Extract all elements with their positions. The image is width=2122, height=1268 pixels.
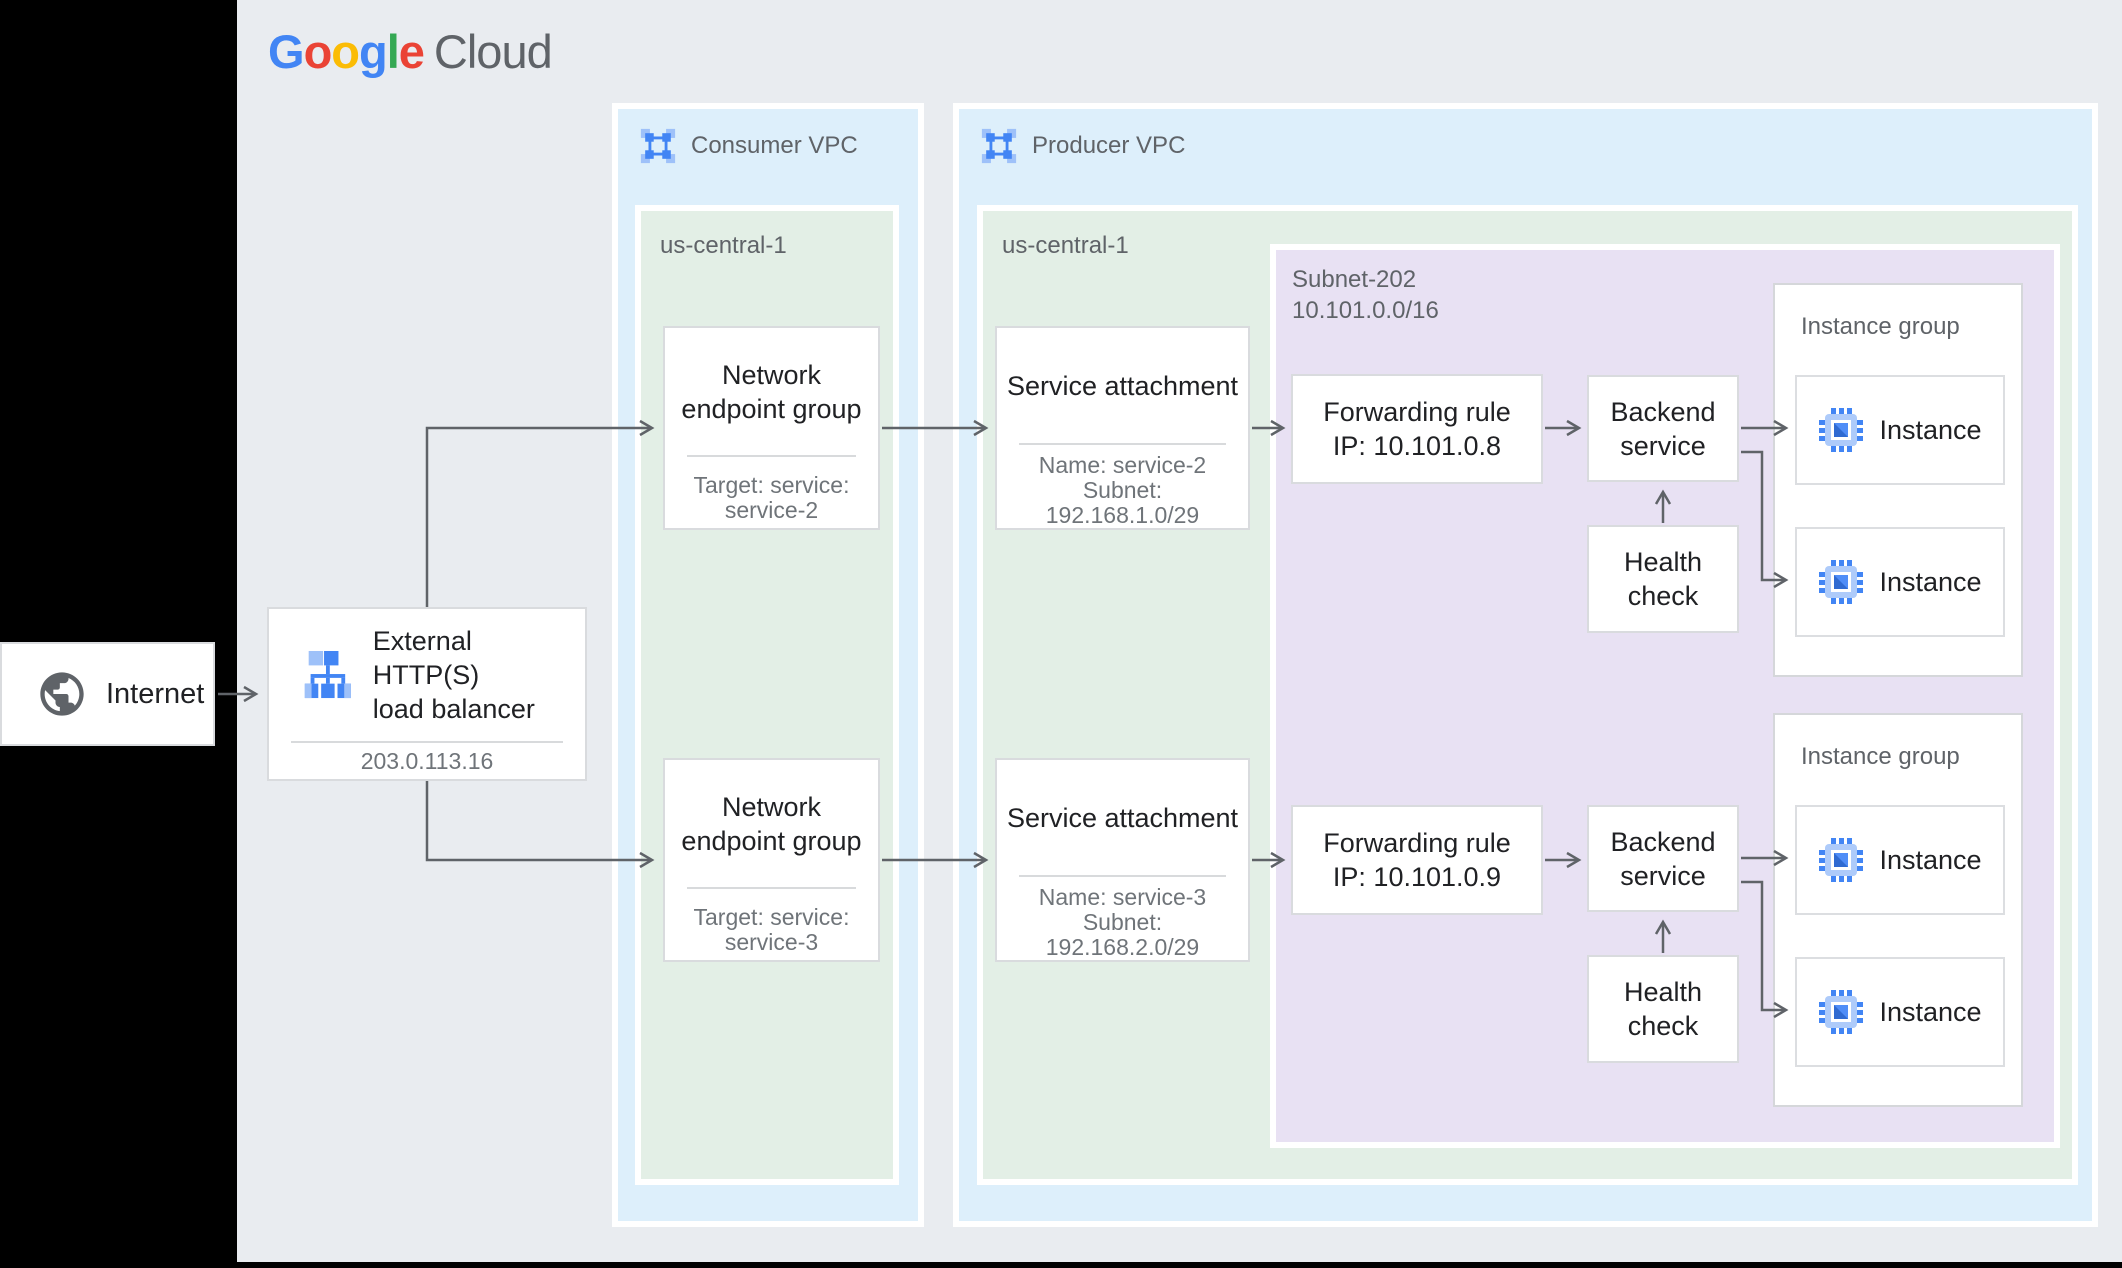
logo-letter: e	[398, 25, 425, 78]
instance-node: Instance	[1795, 527, 2005, 637]
neg-target-caption: Target: service: service-2	[665, 457, 878, 523]
network-endpoint-group-node-1: Network endpoint group Target: service: …	[663, 326, 880, 530]
service-attachment-node-1: Service attachment Name: service-2 Subne…	[995, 326, 1250, 530]
internet-node: Internet	[0, 642, 215, 746]
consumer-vpc-label: Consumer VPC	[691, 132, 858, 159]
neg-target-caption: Target: service: service-3	[665, 889, 878, 955]
logo-cloud-text: Cloud	[433, 25, 553, 78]
load-balancer-icon	[304, 650, 351, 699]
backend-service-node-1: Backend service	[1587, 375, 1739, 482]
load-balancer-title-line2: load balancer	[372, 694, 535, 724]
service-attachment-node-2: Service attachment Name: service-3 Subne…	[995, 758, 1250, 962]
logo-letter: o	[331, 25, 360, 78]
forwarding-rule-ip: IP: 10.101.0.9	[1332, 862, 1502, 892]
instance-label: Instance	[1879, 996, 1982, 1027]
subnet-name: Subnet-202	[1292, 266, 1417, 293]
instance-node: Instance	[1795, 957, 2005, 1067]
neg-title-line: Network	[721, 791, 822, 822]
neg-caption-line: Target: service:	[693, 904, 850, 930]
instance-label: Instance	[1879, 844, 1982, 875]
logo-letter: l	[386, 25, 400, 78]
instance-group-node-1: Instance group Instance	[1773, 283, 2023, 677]
logo-letter: o	[303, 25, 333, 78]
instance-group-label: Instance group	[1801, 743, 1960, 770]
forwarding-rule-ip: IP: 10.101.0.8	[1332, 431, 1502, 461]
instance-node: Instance	[1795, 805, 2005, 915]
service-attachment-title: Service attachment	[1006, 370, 1239, 401]
vpc-network-icon	[981, 128, 1017, 164]
backend-service-label: Backend	[1610, 826, 1716, 857]
logo-letter: g	[359, 25, 388, 78]
instance-group-node-2: Instance group Instance	[1773, 713, 2023, 1107]
forwarding-rule-title: Forwarding rule	[1323, 828, 1511, 858]
backend-service-label: service	[1620, 430, 1706, 461]
divider	[687, 887, 856, 889]
compute-instance-icon	[1819, 560, 1864, 604]
sa-caption-line: Subnet:	[1082, 477, 1163, 503]
compute-instance-icon	[1819, 838, 1864, 882]
sa-caption-line: Subnet:	[1082, 909, 1163, 935]
divider	[291, 741, 563, 743]
neg-title-line: endpoint group	[681, 825, 862, 856]
backend-service-label: service	[1620, 860, 1706, 891]
health-check-label: check	[1627, 581, 1699, 611]
health-check-label: Health	[1623, 547, 1703, 577]
forwarding-rule-title: Forwarding rule	[1323, 397, 1511, 427]
health-check-label: Health	[1623, 977, 1703, 1007]
load-balancer-title: External HTTP(S) load balancer	[373, 624, 585, 726]
globe-icon	[40, 672, 84, 716]
divider	[687, 455, 856, 457]
load-balancer-ip: 203.0.113.16	[360, 747, 494, 774]
load-balancer-title-line1: External HTTP(S)	[372, 626, 480, 690]
load-balancer-node: External HTTP(S) load balancer 203.0.113…	[267, 607, 587, 781]
neg-caption-line: service-3	[724, 929, 819, 955]
consumer-region-label: us-central-1	[660, 232, 787, 259]
backend-service-label: Backend	[1610, 396, 1716, 427]
instance-label: Instance	[1879, 414, 1982, 445]
subnet-label: Subnet-202 10.101.0.0/16	[1292, 264, 1439, 326]
backend-service-node-2: Backend service	[1587, 805, 1739, 912]
service-attachment-caption: Name: service-2 Subnet: 192.168.1.0/29	[997, 445, 1248, 528]
producer-vpc-label: Producer VPC	[1032, 132, 1186, 159]
network-endpoint-group-node-2: Network endpoint group Target: service: …	[663, 758, 880, 962]
producer-region-label: us-central-1	[1002, 232, 1129, 259]
neg-title-line: endpoint group	[681, 393, 862, 424]
divider	[1019, 875, 1226, 877]
compute-instance-icon	[1819, 408, 1864, 452]
consumer-vpc-header: Consumer VPC	[639, 127, 858, 165]
producer-vpc-header: Producer VPC	[980, 127, 1185, 165]
sa-caption-line: 192.168.2.0/29	[1045, 934, 1200, 960]
sa-caption-line: Name: service-3	[1038, 884, 1207, 910]
internet-label: Internet	[106, 677, 205, 710]
instance-node: Instance	[1795, 375, 2005, 485]
health-check-label: check	[1627, 1011, 1699, 1041]
forwarding-rule-node-2: Forwarding rule IP: 10.101.0.9	[1291, 805, 1543, 915]
sa-caption-line: Name: service-2	[1038, 452, 1207, 478]
divider	[1019, 443, 1226, 445]
sa-caption-line: 192.168.1.0/29	[1045, 502, 1200, 528]
service-attachment-title: Service attachment	[1006, 802, 1239, 833]
forwarding-rule-node-1: Forwarding rule IP: 10.101.0.8	[1291, 374, 1543, 484]
subnet-cidr: 10.101.0.0/16	[1292, 297, 1439, 324]
neg-title-line: Network	[721, 359, 822, 390]
health-check-node-2: Health check	[1587, 955, 1739, 1063]
compute-instance-icon	[1819, 990, 1864, 1034]
load-balancer-header: External HTTP(S) load balancer	[269, 609, 585, 741]
vpc-network-icon	[640, 128, 676, 164]
logo-letter: G	[268, 25, 305, 78]
neg-caption-line: service-2	[724, 497, 819, 523]
neg-caption-line: Target: service:	[693, 472, 850, 498]
service-attachment-caption: Name: service-3 Subnet: 192.168.2.0/29	[997, 877, 1248, 960]
health-check-node-1: Health check	[1587, 525, 1739, 633]
instance-label: Instance	[1879, 566, 1982, 597]
instance-group-label: Instance group	[1801, 313, 1960, 340]
